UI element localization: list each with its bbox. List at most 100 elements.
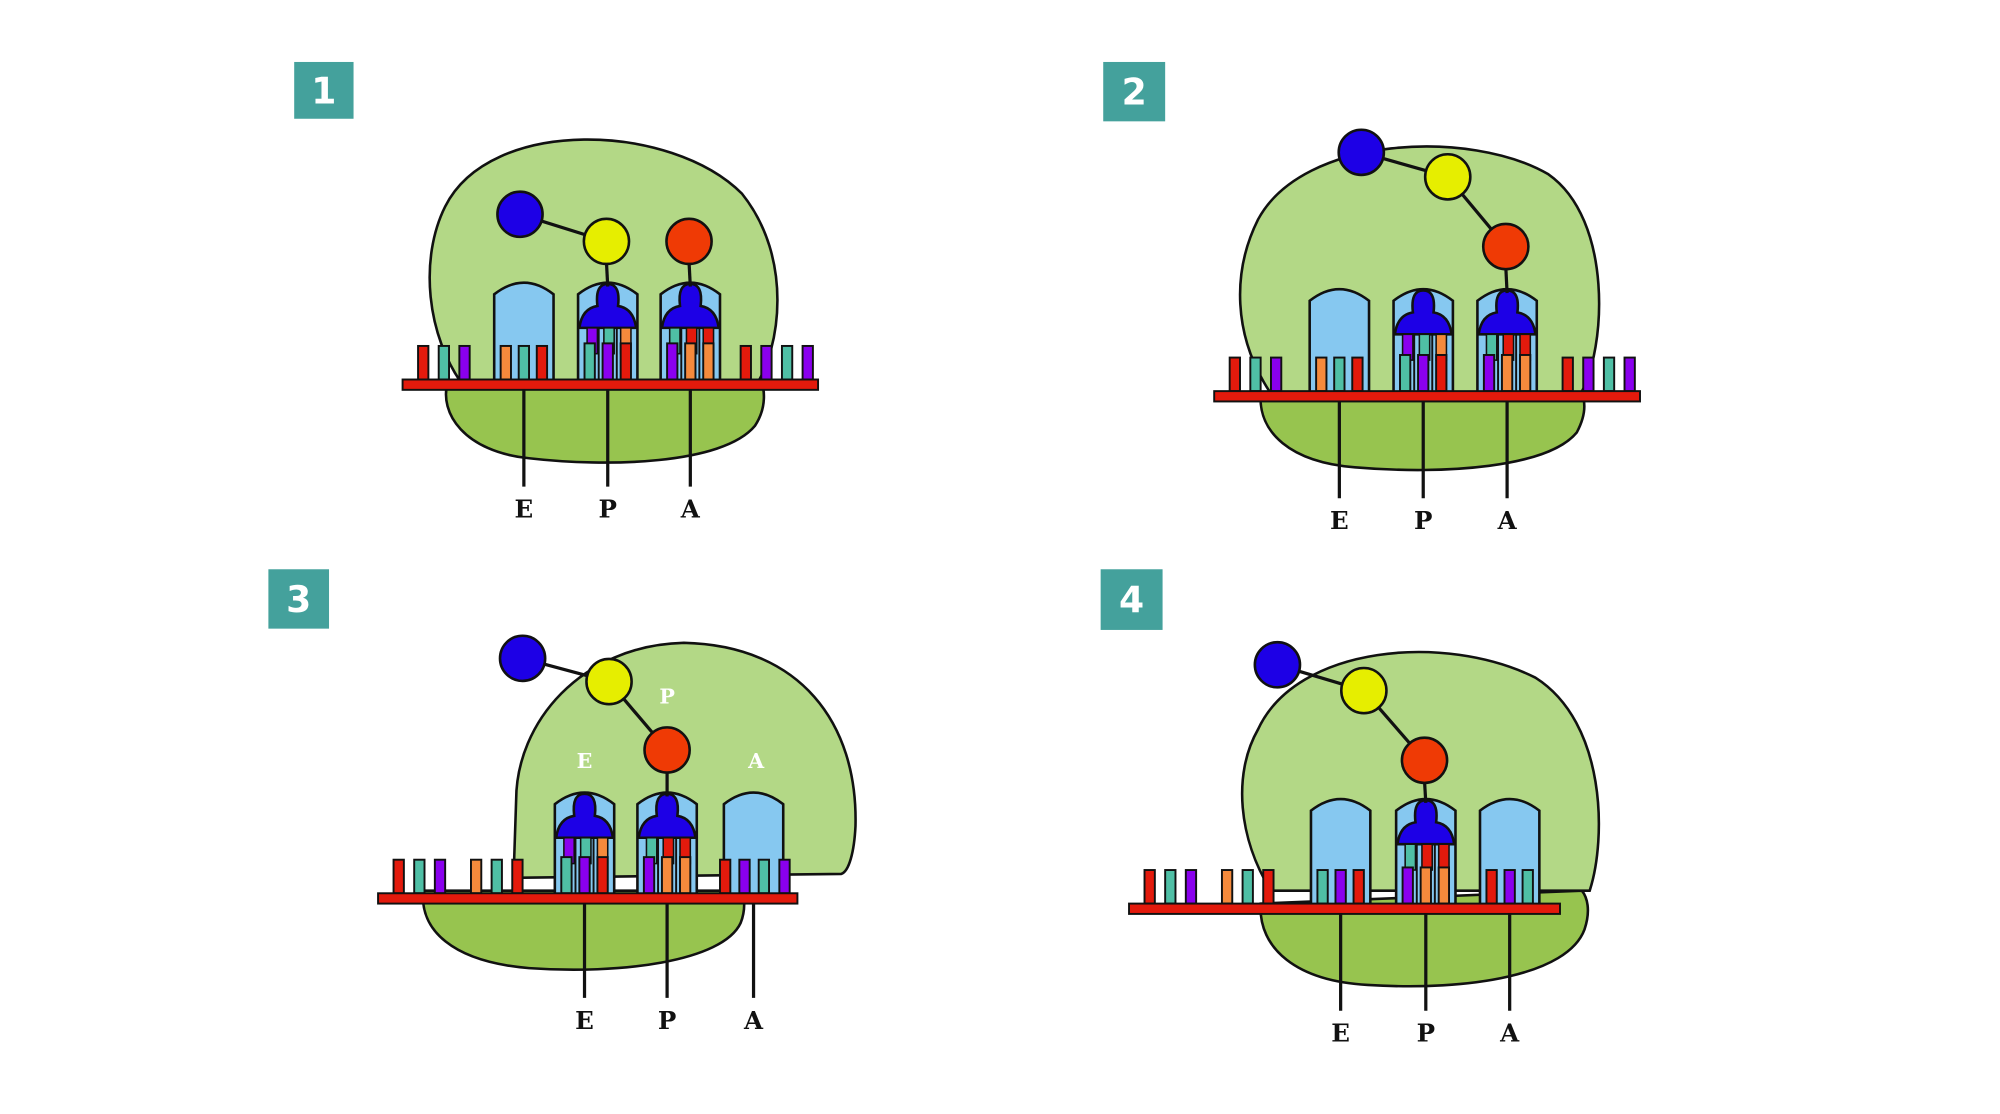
site-label-p: P xyxy=(658,1006,676,1035)
anticodon-nucleotide xyxy=(1437,843,1450,871)
mrna-p-nucleotide xyxy=(679,856,692,895)
anticodon-nucleotide xyxy=(1404,843,1417,871)
site-label-e: E xyxy=(1330,506,1349,535)
mrna-e-nucleotide xyxy=(1315,356,1328,393)
step-number: 1 xyxy=(311,69,336,112)
mrna-a-nucleotide xyxy=(666,342,679,381)
step-number: 3 xyxy=(286,578,311,621)
trna-head xyxy=(1393,289,1454,336)
site-label-p: P xyxy=(599,495,617,524)
mrna-left-nucleotide xyxy=(1269,356,1283,393)
mrna-p-nucleotide xyxy=(583,342,596,381)
mrna-left-nucleotide xyxy=(458,344,471,381)
mrna-left-nucleotide xyxy=(1262,869,1275,905)
mrna-left-nucleotide xyxy=(470,858,483,895)
trna-stalk xyxy=(1504,267,1509,294)
mrna-strand xyxy=(401,378,820,391)
site-label-p: P xyxy=(1414,506,1432,535)
amino-acid-blue xyxy=(1253,640,1302,689)
mrna-right-nucleotide xyxy=(1561,356,1574,393)
amino-acid-yellow xyxy=(1423,152,1472,201)
amino-acid-red xyxy=(643,726,691,774)
mrna-e-nucleotide xyxy=(535,344,549,381)
step-badge xyxy=(268,569,330,629)
mrna-left-nucleotide xyxy=(1249,356,1262,393)
mrna-left-nucleotide xyxy=(1228,356,1241,393)
mrna-a-nucleotide xyxy=(1519,354,1532,393)
mrna-left-nucleotide xyxy=(511,858,524,895)
small-subunit xyxy=(444,380,766,464)
trna-head xyxy=(554,792,615,840)
mrna-p-nucleotide xyxy=(660,856,674,895)
mrna-p-nucleotide xyxy=(1419,866,1432,905)
mrna-e-nucleotide xyxy=(1351,356,1364,393)
panel-1: 1E P A xyxy=(294,61,820,524)
mrna-left-nucleotide xyxy=(433,858,447,895)
mrna-a-nucleotide xyxy=(757,858,770,895)
mrna-p-nucleotide xyxy=(1417,354,1430,393)
mrna-p-nucleotide xyxy=(642,856,656,895)
mrna-strand xyxy=(377,892,799,905)
mrna-e-nucleotide xyxy=(1334,869,1347,905)
mrna-left-nucleotide xyxy=(413,858,426,895)
mrna-right-nucleotide xyxy=(1602,356,1616,393)
mrna-right-nucleotide xyxy=(760,344,773,381)
mrna-left-nucleotide xyxy=(490,858,503,895)
mrna-left-nucleotide xyxy=(417,344,430,381)
mrna-e-nucleotide xyxy=(1333,356,1346,393)
mrna-e-nucleotide xyxy=(1352,869,1365,905)
mrna-strand xyxy=(1128,902,1561,915)
amino-acid-red xyxy=(1481,222,1530,271)
trna-stalk xyxy=(604,261,610,287)
mrna-left-nucleotide xyxy=(1164,869,1177,905)
amino-acid-yellow xyxy=(585,657,633,706)
inner-site-label-e: E xyxy=(577,749,593,773)
mrna-right-nucleotide xyxy=(1582,356,1595,393)
amino-acid-blue xyxy=(1337,128,1386,177)
mrna-a-nucleotide xyxy=(778,858,791,895)
mrna-a-nucleotide xyxy=(738,858,751,895)
mrna-p-nucleotide xyxy=(601,342,614,381)
mrna-a-nucleotide xyxy=(1482,354,1496,393)
step-badge xyxy=(1100,569,1163,630)
step-number: 2 xyxy=(1122,71,1147,114)
mrna-left-nucleotide xyxy=(1220,869,1234,905)
mrna-a-nucleotide xyxy=(719,858,732,895)
trna-stalk xyxy=(1422,780,1428,804)
site-label-e: E xyxy=(1331,1019,1350,1048)
amino-acid-red xyxy=(665,217,713,266)
mrna-a-nucleotide xyxy=(1521,869,1534,905)
mrna-a-nucleotide xyxy=(702,342,715,381)
mrna-a-nucleotide xyxy=(1503,869,1516,905)
site-label-a: A xyxy=(680,495,701,524)
mrna-right-nucleotide xyxy=(801,344,814,381)
step-badge xyxy=(1103,61,1166,122)
mrna-p-nucleotide xyxy=(1437,866,1450,905)
mrna-p-nucleotide xyxy=(1399,354,1412,393)
inner-site-label-p: P xyxy=(659,685,675,709)
mrna-right-nucleotide xyxy=(780,344,794,381)
mrna-e-nucleotide xyxy=(517,344,530,381)
mrna-e-nucleotide xyxy=(596,856,609,895)
site-label-a: A xyxy=(1497,506,1518,535)
step-badge xyxy=(294,61,354,119)
mrna-p-nucleotide xyxy=(619,342,632,381)
mrna-p-nucleotide xyxy=(1435,354,1448,393)
panel-2: 2E P A xyxy=(1103,61,1641,535)
mrna-left-nucleotide xyxy=(1241,869,1254,905)
amino-acid-yellow xyxy=(582,217,631,266)
site-label-e: E xyxy=(515,495,534,524)
mrna-e-nucleotide xyxy=(560,856,573,895)
mrna-left-nucleotide xyxy=(1143,869,1156,905)
mrna-right-nucleotide xyxy=(1623,356,1636,393)
inner-site-label-a: A xyxy=(747,749,765,773)
mrna-left-nucleotide xyxy=(437,344,450,381)
mrna-a-nucleotide xyxy=(1500,354,1514,393)
site-label-a: A xyxy=(743,1006,764,1035)
step-number: 4 xyxy=(1119,578,1144,621)
mrna-left-nucleotide xyxy=(392,858,405,895)
anticodon-nucleotide xyxy=(1421,843,1434,871)
